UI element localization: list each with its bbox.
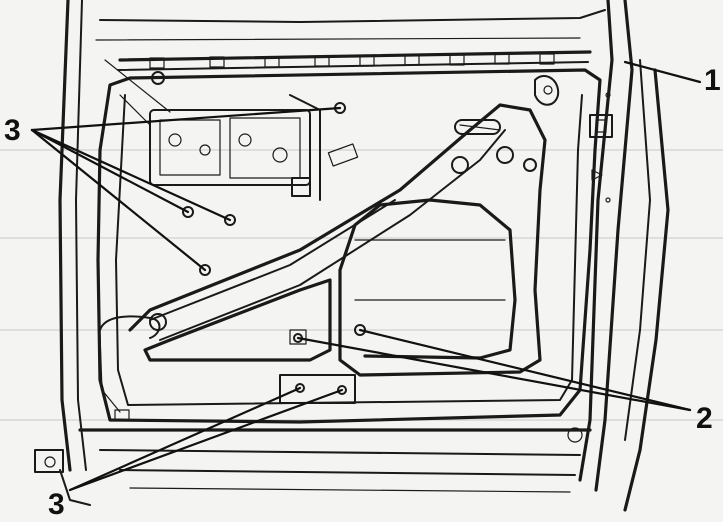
callout-label-2: 2 [696, 402, 713, 435]
wiring-harness [99, 313, 167, 421]
window-regulator-frame [128, 103, 547, 377]
callout-label-3-lower: 3 [48, 488, 65, 521]
callout-label-1: 1 [704, 64, 721, 97]
right-pillar-details [534, 75, 613, 203]
lower-door-rails [34, 374, 592, 506]
door-frame [58, 0, 670, 512]
window-channel [117, 50, 592, 71]
door-lock-mechanism [104, 59, 359, 201]
callout-label-3-upper: 3 [4, 114, 21, 147]
callout-lines [30, 60, 702, 492]
